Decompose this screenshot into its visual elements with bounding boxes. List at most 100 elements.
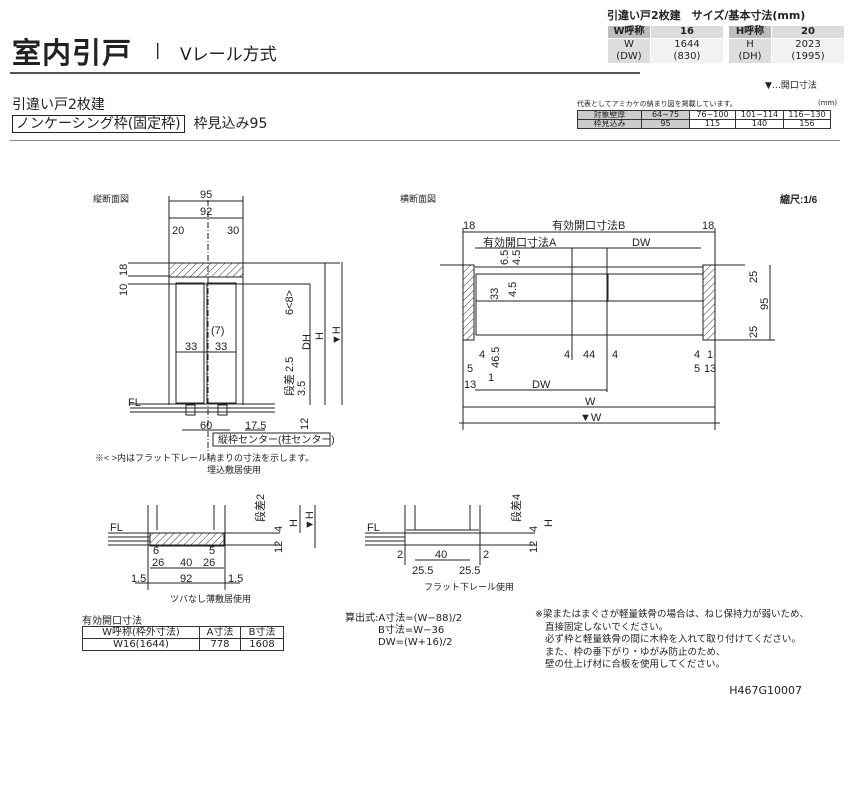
dim-label: 95 — [759, 298, 771, 310]
dim-label: 95 — [200, 189, 212, 201]
opening-table-cell: 778 — [199, 638, 241, 651]
dim-label: 40 — [435, 549, 447, 561]
dim-label: 有効開口寸法A — [483, 235, 557, 249]
vertical-note: ※< >内はフラット下レール納まりの寸法を示します。 — [95, 452, 314, 463]
dim-label: 1.5 — [228, 573, 243, 585]
w-value: 16 — [650, 25, 724, 39]
dim-label: 12 — [528, 541, 540, 553]
scale-label: 縮尺:1/6 — [780, 193, 818, 206]
dim-label: DW — [632, 237, 651, 249]
representative-note: 代表としてアミカケの納まり図を掲載しています。 — [577, 100, 737, 108]
dim-label: 60 — [200, 420, 212, 432]
dim-label: 5 — [209, 545, 215, 557]
dim-label: 13 — [464, 379, 476, 391]
dim-label: H — [314, 332, 326, 340]
dim-label: ▼W — [580, 412, 602, 424]
dim-label: 4 — [273, 526, 285, 532]
dim-label: FL — [110, 522, 123, 534]
dim-label: 4 — [479, 349, 485, 361]
dim-label: 13 — [704, 363, 716, 375]
dim-label: 25 — [748, 326, 760, 338]
h-label: H呼称 — [728, 25, 772, 39]
formula-b: B寸法=W−36 — [378, 625, 445, 636]
dim-label: 4.5 — [507, 282, 519, 297]
spec-table: W呼称 16 H呼称 20 W(DW) 1644(830) H(DH) 2023… — [607, 25, 845, 64]
dim-label: 4.5 — [511, 250, 523, 265]
dim-label: 2 — [483, 549, 489, 561]
dim-label: 33 — [489, 288, 501, 300]
opening-table-cell: 1608 — [240, 638, 284, 651]
opening-table-cell: W16(1644) — [82, 638, 200, 651]
dim-label: 92 — [180, 573, 192, 585]
dim-label: 44 — [583, 349, 595, 361]
dim-label: 4 — [564, 349, 570, 361]
section-divider — [10, 140, 840, 141]
dim-label: 17.5 — [245, 420, 266, 432]
dim-label: 4 — [612, 349, 618, 361]
opening-table-header: A寸法 — [199, 626, 241, 639]
dim-label: 18 — [702, 220, 714, 232]
dim-label: 18 — [463, 220, 475, 232]
dim-label: 6<8> — [284, 290, 296, 315]
dim-label: 18 — [118, 264, 130, 276]
note-line: 壁の仕上げ材に合板を使用してください。 — [545, 659, 725, 670]
dim-label: 段差 — [282, 374, 296, 396]
detail-thin-sill: FL 段差2 4 H ▼H 12 6 5 26 40 26 1.5 92 1.5… — [108, 494, 316, 604]
dim-label: H — [288, 519, 300, 527]
page-subtitle: Vレール方式 — [180, 45, 277, 65]
center-label: 縦枠センター(柱センター) — [218, 433, 335, 446]
dim-label: 46.5 — [490, 347, 502, 368]
representative-unit: (mm) — [818, 99, 838, 107]
dim-label: DW — [532, 379, 551, 391]
note-line: また、枠の垂下がり・ゆがみ防止のため、 — [545, 646, 726, 658]
title-divider — [10, 72, 640, 74]
dim-label: 26 — [152, 557, 164, 569]
spec-table-title: 引違い戸2枚建 サイズ/基本寸法(mm) — [607, 9, 806, 22]
dim-label: DH — [301, 334, 313, 350]
detail-caption: ツバなし薄敷居使用 — [170, 593, 251, 604]
door-type: 引違い戸2枚建 — [12, 97, 105, 113]
dim-label: 25.5 — [459, 565, 480, 577]
dim-label: 5 — [467, 363, 473, 375]
drawing-code: H467G10007 — [729, 684, 802, 697]
dim-label: (7) — [211, 325, 224, 337]
dim-label: 25 — [748, 271, 760, 283]
detail-flat-rail: FL 段差4 4 H 12 2 40 2 25.5 25.5 フラット下レール使… — [365, 494, 555, 592]
dim-label: W — [585, 396, 596, 408]
horizontal-section: 横断面図 縮尺:1/6 18 有効開口寸法B 18 有効開口寸法A DW 6.5… — [400, 193, 818, 430]
formula-dw: DW=(W+16)/2 — [378, 637, 453, 648]
dim-label: 10 — [118, 284, 130, 296]
horizontal-section-title: 横断面図 — [400, 193, 436, 204]
dim-label: 2 — [397, 549, 403, 561]
dim-label: H — [543, 519, 555, 527]
dim-label: 33 — [215, 341, 227, 353]
dim-label: 30 — [227, 225, 239, 237]
w-label: W呼称 — [607, 25, 651, 39]
dim-label: 1 — [707, 349, 713, 361]
dim-label: 12 — [299, 418, 311, 430]
h-dim-label: H(DH) — [728, 38, 772, 64]
w-dim-value: 1644(830) — [650, 38, 724, 64]
dim-label: 2.5 — [284, 357, 296, 372]
dim-label: 92 — [200, 206, 212, 218]
dim-label: 25.5 — [412, 565, 433, 577]
dim-label: 6 — [153, 545, 159, 557]
opening-table: W呼称(枠外寸法) A寸法 B寸法 W16(1644) 778 1608 — [82, 626, 284, 651]
dim-label: 3.5 — [296, 381, 308, 396]
page-title: 室内引戸 — [12, 36, 133, 70]
opening-table-header: W呼称(枠外寸法) — [82, 626, 200, 639]
dim-label: 段差2 — [253, 494, 267, 522]
dim-label: 1 — [488, 372, 494, 384]
opening-table-title: 有効開口寸法 — [82, 616, 142, 627]
vertical-section-title: 縦断面図 — [93, 193, 129, 204]
h-dim-value: 2023(1995) — [771, 38, 845, 64]
dim-label: 5 — [694, 363, 700, 375]
note-line: 必ず枠と軽量鉄骨の間に木枠を入れて取り付けてください。 — [545, 634, 801, 645]
vertical-section: 縦断面図 95 92 20 30 18 10 6<8> (7) 33 33 DH… — [93, 189, 343, 475]
dim-label: 4 — [694, 349, 700, 361]
dim-label: 6.5 — [499, 250, 511, 265]
dim-label: 1.5 — [131, 573, 146, 585]
dim-label: 26 — [203, 557, 215, 569]
legend-opening-dimension: ▼…開口寸法 — [765, 81, 817, 91]
